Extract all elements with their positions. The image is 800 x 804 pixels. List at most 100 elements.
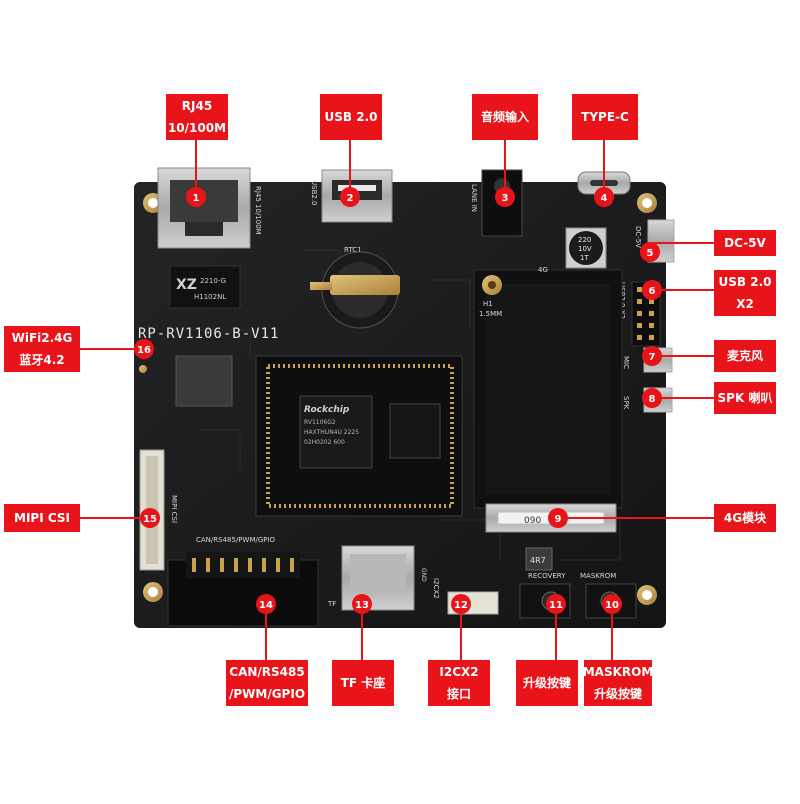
callout-4g-module: 4G模块 [714,504,776,532]
spk-silk-text: SPK [622,396,630,410]
recovery-silk-text: RECOVERY [528,572,566,580]
marker-3-num: 3 [502,193,509,204]
wifi-module [139,355,233,407]
callout-wifi: WiFi2.4G 蓝牙4.2 [4,326,80,372]
marker-10 [602,594,622,614]
callout-i2c-line1: I2CX2 [439,665,479,679]
callout-can-line1: CAN/RS485 [229,665,305,679]
rj45-jack [157,167,251,249]
capacitor-marking-3: 1T [580,254,589,262]
rtc-silk-text: RTC1 [344,246,362,254]
callout-rj45: RJ45 10/100M [166,94,228,140]
marker-3 [495,187,515,207]
module-4g [473,269,623,533]
callout-i2c: I2CX2 接口 [428,660,490,706]
board-model-silk-text: RP-RV1106-B-V11 [138,326,279,342]
marker-14-num: 14 [259,600,273,611]
gpio-header [167,552,319,627]
core-board: Rockchip RV1106G2 HAXTHUN4U 2225 02H0202… [255,355,463,517]
tf-card-slot [341,545,415,611]
marker-11-num: 11 [549,600,563,611]
line-in-silk-text: LANE IN [470,184,478,212]
gpio-header-silk-text: CAN/RS485/PWM/GPIO [196,536,276,544]
callout-mipi: MIPI CSI [4,504,80,532]
electrolytic-capacitor: 220 10V 1T [565,227,607,269]
callout-i2c-line2: 接口 [446,687,471,701]
marker-9-num: 9 [555,514,562,525]
callout-wifi-line1: WiFi2.4G [11,331,73,345]
marker-4 [594,187,614,207]
soc-marking-3: 02H0202 600 [304,439,345,446]
inductor [525,547,553,571]
mipi-silk-text: MIPI CSI [170,495,178,523]
h1-size-silk-text: 1.5MM [479,310,502,318]
callout-mic: 麦克风 [714,340,776,372]
ethernet-transformer: XZ 2210-G H1102NL [169,265,241,309]
transformer-marking-1: 2210-G [200,277,226,285]
marker-10-num: 10 [605,600,619,611]
marker-12 [451,594,471,614]
marker-8 [642,388,662,408]
mic-silk-text: MIC [622,356,630,369]
marker-12-num: 12 [454,600,468,611]
i2c-silk-text: I2CX2 [432,578,440,599]
marker-9 [548,508,568,528]
callout-dc5v-line1: DC-5V [724,236,766,250]
callout-upgrade-key: 升级按键 [516,660,578,706]
callout-4g-module-line1: 4G模块 [723,511,767,525]
marker-8-num: 8 [649,394,656,405]
callout-can-line2: /PWM/GPIO [228,687,306,701]
marker-16-num: 16 [137,345,151,356]
callout-wifi-line2: 蓝牙4.2 [19,353,65,367]
marker-6-num: 6 [649,286,656,297]
callout-can: CAN/RS485 /PWM/GPIO [226,660,308,706]
callout-usb20: USB 2.0 [320,94,382,140]
capacitor-marking-1: 220 [578,236,591,244]
marker-2 [340,187,360,207]
callout-dc5v: DC-5V [714,230,776,256]
callout-rj45-line2: 10/100M [167,121,227,135]
soc-marking-1: RV1106G2 [304,419,336,426]
callout-maskrom-line1: MASKROM [582,665,654,679]
dc-silk-text: DC-5V [634,226,642,248]
marker-numbers: 1 2 3 4 5 6 7 8 9 10 11 12 13 14 15 16 [137,193,655,611]
transformer-brand-text: XZ [176,277,197,293]
marker-11 [546,594,566,614]
callout-mic-line1: 麦克风 [726,349,763,363]
marker-7-num: 7 [649,352,656,363]
callout-tf-line1: TF 卡座 [340,676,386,690]
callout-usb20x2: USB 2.0 X2 [714,270,776,316]
transformer-marking-2: H1102NL [194,293,226,301]
capacitor-marking-2: 10V [578,245,592,253]
module-4g-silk-text: 4G [538,266,548,274]
marker-13 [352,594,372,614]
h1-silk-text: H1 [483,300,493,308]
gnd-silk-text: GND [420,568,427,582]
usb-silk-text: USB2.0 [310,180,318,206]
maskrom-silk-text: MASKROM [580,572,616,580]
marker-1-num: 1 [193,193,200,204]
callout-spk-line1: SPK 喇叭 [717,391,773,405]
callout-typec-line1: TYPE-C [581,110,629,124]
callout-upgrade-key-line1: 升级按键 [522,676,571,690]
tf-silk-text: TF [327,600,336,608]
callout-audio-in-line1: 音频输入 [480,110,529,124]
marker-5 [640,242,660,262]
callout-spk: SPK 喇叭 [714,382,776,414]
soc-brand-text: Rockchip [304,405,350,415]
rtc-battery-holder [310,251,400,329]
soc-marking-2: HAXTHUN4U 2225 [304,429,359,436]
marker-2-num: 2 [347,193,354,204]
callout-mipi-line1: MIPI CSI [14,511,70,525]
numbered-markers [134,187,662,614]
callout-audio-in: 音频输入 [472,94,538,140]
callout-maskrom: MASKROM 升级按键 [582,660,654,706]
marker-4-num: 4 [601,193,608,204]
marker-5-num: 5 [647,248,654,259]
marker-6 [642,280,662,300]
marker-1 [186,187,206,207]
marker-16 [134,339,154,359]
slot-number-text: 090 [524,516,541,526]
